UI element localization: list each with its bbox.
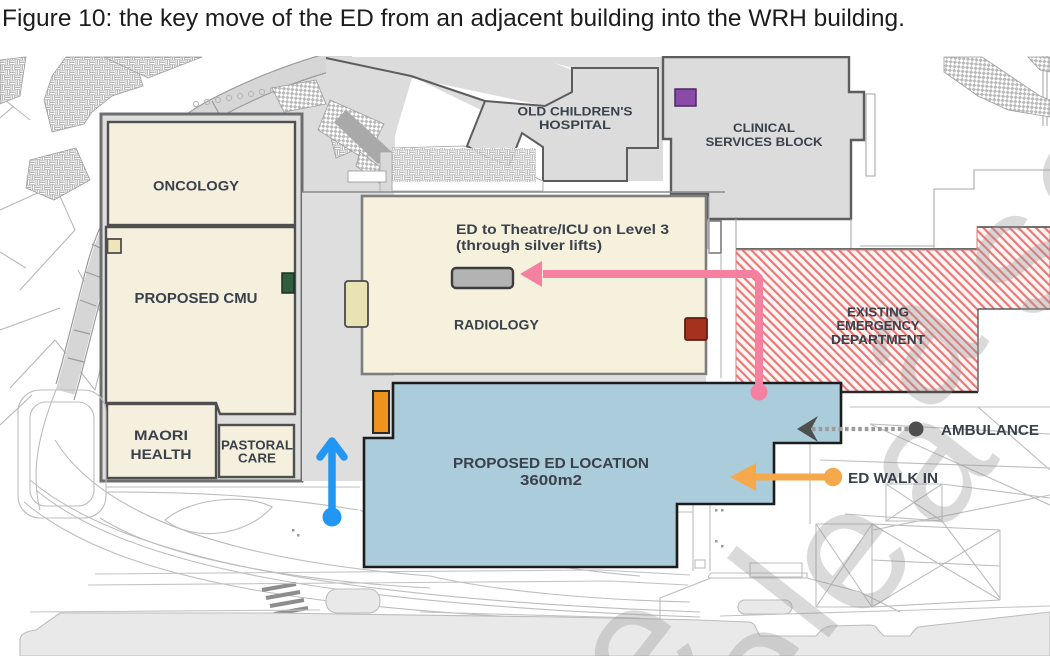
svg-text:CLINICAL: CLINICAL (733, 121, 795, 135)
svg-text:PROPOSED ED LOCATION: PROPOSED ED LOCATION (453, 455, 649, 472)
svg-text:EXISTING: EXISTING (847, 306, 909, 320)
svg-text:DEPARTMENT: DEPARTMENT (831, 333, 925, 347)
svg-text:AMBULANCE: AMBULANCE (941, 423, 1039, 439)
svg-text:EMERGENCY: EMERGENCY (837, 319, 921, 333)
svg-text:ED WALK IN: ED WALK IN (848, 471, 938, 487)
svg-text:3600m2: 3600m2 (520, 472, 582, 489)
svg-text:OLD CHILDREN'S: OLD CHILDREN'S (518, 105, 633, 119)
svg-text:PROPOSED CMU: PROPOSED CMU (135, 291, 258, 307)
svg-text:RADIOLOGY: RADIOLOGY (454, 317, 539, 333)
svg-text:CARE: CARE (238, 452, 276, 466)
svg-text:(through silver lifts): (through silver lifts) (456, 237, 602, 253)
svg-text:ONCOLOGY: ONCOLOGY (153, 178, 240, 194)
svg-text:ED to Theatre/ICU on Level 3: ED to Theatre/ICU on Level 3 (456, 221, 669, 237)
svg-text:HOSPITAL: HOSPITAL (539, 118, 611, 132)
svg-text:HEALTH: HEALTH (131, 446, 192, 462)
svg-text:MAORI: MAORI (134, 427, 188, 443)
svg-text:SERVICES BLOCK: SERVICES BLOCK (706, 135, 823, 149)
svg-text:PASTORAL: PASTORAL (221, 439, 293, 453)
